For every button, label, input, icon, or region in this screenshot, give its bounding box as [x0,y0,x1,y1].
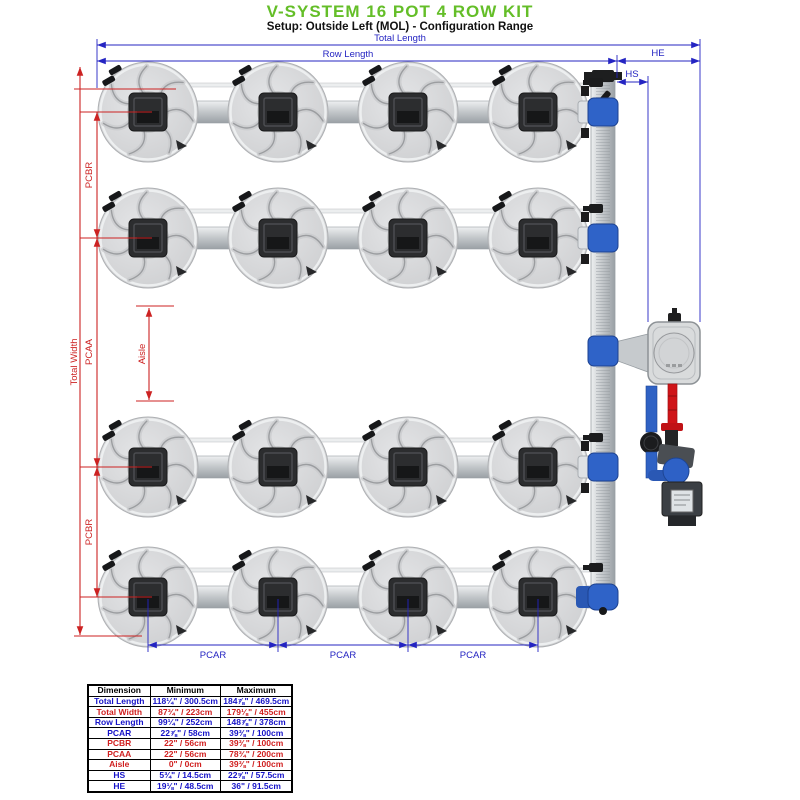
pots-layer [98,62,588,647]
table-cell: 179⅛" / 455cm [219,706,293,718]
pump-assembly [640,383,703,526]
table-cell: Row Length [87,716,151,729]
pot [488,417,588,517]
table-cell: Total Width [87,706,151,718]
dim-label-pcar-3: PCAR [460,650,487,661]
table-header-cell: Minimum [149,684,221,697]
feed-tee [589,433,603,442]
table-cell: 22⅝" / 57.5cm [219,769,293,782]
red-dimension-lines [74,67,176,637]
table-cell: PCAA [87,748,151,761]
ball-valve [640,432,662,454]
dim-label-hs: HS [625,69,638,80]
pot [228,188,328,288]
dim-label-pcar-1: PCAR [200,650,227,661]
feed-tee [589,563,603,572]
table-cell: 36" / 91.5cm [219,780,293,793]
table-cell: PCAR [87,727,151,739]
manifold-tee [587,223,619,253]
table-header-cell: Maximum [219,684,293,697]
dim-label-he: HE [651,48,664,59]
dim-label-total-length: Total Length [374,33,426,44]
page-title: V-SYSTEM 16 POT 4 ROW KIT [266,2,534,21]
table-cell: 118¼" / 300.5cm [149,695,221,708]
dim-label-pcbr-bottom: PCBR [84,519,95,546]
pot [228,417,328,517]
table-cell: 22⅞" / 58cm [149,727,221,739]
blue-dimension-lines [96,39,701,652]
table-cell: PCBR [87,737,151,750]
table-cell: Aisle [87,759,151,771]
controller-display [670,489,694,513]
dim-label-pcaa: PCAA [84,338,95,365]
table-cell: HS [87,769,151,782]
table-header-cell: Dimension [87,684,151,697]
system-diagram: Total Length Row Length HE HS PCAR PCAR … [69,33,703,661]
feed-tee [589,204,603,213]
dim-label-aisle: Aisle [137,344,148,365]
table-cell: 0" / 0cm [149,759,221,771]
table-cell: 184⅞" / 469.5cm [219,695,293,708]
table-cell: 87¾" / 223cm [149,706,221,718]
table-cell: 19⅛" / 48.5cm [149,780,221,793]
table-cell: 39⅜" / 100cm [219,737,293,750]
red-dimension-labels: Total Width PCBR PCAA PCBR Aisle [69,162,148,546]
dim-label-pcar-2: PCAR [330,650,357,661]
table-cell: 78¾" / 200cm [219,748,293,761]
manifold-bottom-elbow [576,583,619,615]
table-cell: 39⅜" / 100cm [219,727,293,739]
fittings-layer [577,78,619,572]
table-cell: HE [87,780,151,793]
pot [228,62,328,162]
red-valve-handle [661,423,683,431]
pipes-layer [105,82,604,609]
table-cell: Total Length [87,695,151,708]
reservoir-tank [647,308,701,385]
pot [358,417,458,517]
pot [358,62,458,162]
table-cell: 5¾" / 14.5cm [149,769,221,782]
pump-volute [662,457,690,485]
page-subtitle: Setup: Outside Left (MOL) - Configuratio… [266,21,534,33]
manifold-tee [587,97,619,127]
table-cell: 22" / 56cm [149,737,221,750]
manifold-tee [587,452,619,482]
red-return-pipe [667,383,678,427]
blue-dimension-labels: Total Length Row Length HE HS PCAR PCAR … [200,33,665,661]
pot [488,62,588,162]
feed-tee [589,78,603,87]
table-cell: 99¼" / 252cm [149,716,221,729]
main-manifold-pipe [584,70,622,587]
dim-label-row-length: Row Length [323,49,374,60]
table-cell: 39⅜" / 100cm [219,759,293,771]
tank-feed-pipe [587,333,649,373]
pot [358,188,458,288]
pot [488,188,588,288]
table-cell: 22" / 56cm [149,748,221,761]
dim-label-pcbr-top: PCBR [84,162,95,189]
table-cell: 148⅞" / 378cm [219,716,293,729]
table-header-row: Dimension Minimum Maximum [87,684,293,697]
dim-label-total-width: Total Width [69,339,80,386]
